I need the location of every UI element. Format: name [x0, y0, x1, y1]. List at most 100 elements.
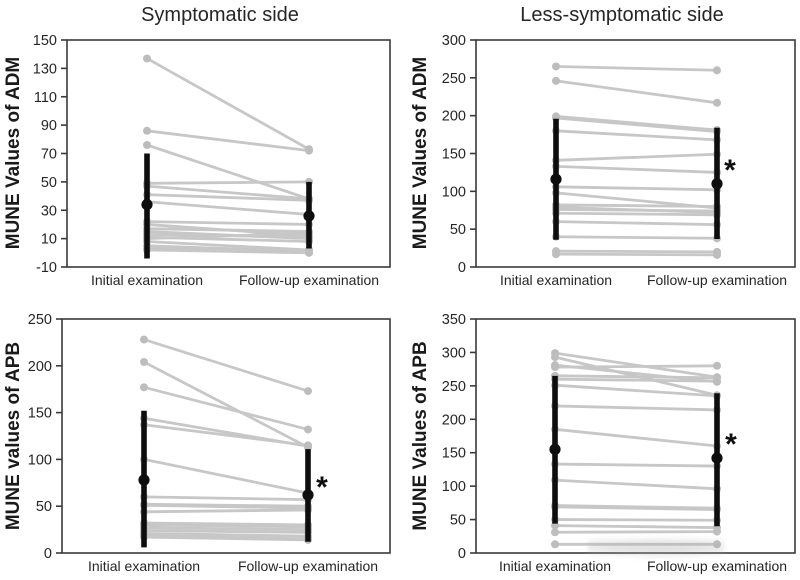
pair-marker-followup: [713, 361, 721, 370]
y-tick-label: 50: [450, 222, 466, 238]
plot-box: [475, 39, 796, 268]
y-tick-label: 0: [44, 546, 52, 562]
pair-marker-initial: [551, 353, 559, 362]
pair-line: [554, 249, 719, 254]
pair-marker-initial: [143, 140, 151, 149]
y-tick-label: 100: [28, 452, 52, 468]
pair-line: [553, 524, 719, 529]
pair-line: [142, 360, 310, 449]
y-tick-label: 250: [442, 379, 466, 395]
pair-marker-initial: [140, 335, 148, 344]
pair-line: [553, 505, 719, 511]
pair-marker-followup: [305, 146, 313, 155]
pair-line: [142, 523, 310, 529]
y-tick-label: 150: [442, 446, 466, 462]
pair-line: [554, 115, 719, 132]
y-tick-label: 90: [41, 118, 57, 134]
pair-line: [145, 184, 311, 201]
y-tick-label: 100: [442, 184, 466, 200]
pair-line: [142, 503, 310, 510]
pair-line: [554, 129, 719, 142]
pair-line: [142, 385, 310, 431]
significance-asterisk: *: [724, 154, 736, 187]
pair-marker-initial: [552, 250, 560, 259]
y-tick-label: 50: [41, 175, 57, 191]
significance-asterisk: *: [316, 471, 328, 504]
pair-marker-followup: [304, 441, 312, 450]
pair-marker-followup: [304, 387, 312, 396]
mean-marker-followup: [711, 178, 723, 190]
x-label-initial: Initial examination: [499, 272, 613, 288]
pair-line: [145, 248, 311, 255]
pair-line: [553, 364, 719, 369]
y-tick-label: -10: [36, 260, 57, 276]
y-tick-label: 0: [458, 260, 466, 276]
pair-line: [553, 462, 719, 468]
pair-line: [145, 227, 311, 233]
mean-marker-followup: [711, 452, 723, 464]
pair-marker-initial: [140, 383, 148, 392]
y-tick-label: 250: [442, 71, 466, 87]
y-tick-label: 50: [36, 499, 52, 515]
y-tick-label: 200: [442, 109, 466, 125]
mean-marker-followup: [302, 489, 314, 501]
pair-line: [142, 508, 310, 514]
column-title-less-symptomatic: Less-symptomatic side: [520, 4, 724, 26]
mean-marker-initial: [550, 173, 562, 185]
y-tick-label: 150: [33, 33, 57, 49]
pair-line: [142, 529, 310, 534]
mean-marker-followup: [303, 210, 315, 222]
y-tick-label: 0: [458, 546, 466, 562]
pair-marker-initial: [143, 126, 151, 135]
pair-line: [554, 116, 719, 133]
y-tick-label: 350: [442, 312, 466, 328]
pair-line: [554, 252, 719, 257]
y-tick-label: 70: [41, 147, 57, 163]
y-tick-label: 110: [34, 90, 57, 106]
y-axis-label-apb-less-symptomatic: MUNE Values of APB: [410, 341, 431, 531]
pair-line: [553, 404, 719, 412]
pair-line: [554, 79, 719, 105]
plot-box: [475, 318, 796, 554]
pair-marker-initial: [552, 62, 560, 71]
pair-marker-initial: [143, 54, 151, 63]
y-tick-label: 300: [442, 345, 466, 361]
y-tick-label: 250: [28, 312, 52, 328]
plot-box: [61, 318, 391, 554]
y-tick-label: 150: [442, 147, 466, 163]
pair-line: [145, 231, 311, 241]
y-tick-label: 10: [41, 232, 57, 248]
significance-asterisk: *: [725, 428, 737, 461]
x-label-initial: Initial examination: [498, 558, 612, 574]
pair-line: [142, 495, 310, 502]
y-axis-label-adm-symptomatic: MUNE Values of ADM: [3, 56, 24, 250]
x-label-followup: Follow-up examination: [237, 558, 379, 574]
pair-line: [145, 200, 311, 216]
pair-line: [554, 203, 719, 208]
watermark: [588, 534, 724, 560]
pair-line: [554, 185, 719, 192]
x-label-followup: Follow-up examination: [646, 558, 788, 574]
pair-line: [553, 377, 719, 383]
pair-marker-followup: [713, 66, 721, 75]
pair-marker-initial: [140, 358, 148, 367]
pair-marker-followup: [304, 425, 312, 434]
pair-line: [145, 180, 311, 185]
pair-line: [145, 57, 311, 151]
pair-line: [145, 220, 311, 226]
pair-marker-followup: [713, 540, 721, 549]
pair-line: [554, 164, 719, 174]
pair-marker-followup: [713, 98, 721, 107]
pair-marker-followup: [713, 250, 721, 259]
x-label-initial: Initial examination: [90, 272, 204, 288]
pair-line: [142, 521, 310, 527]
y-axis-label-adm-less-symptomatic: MUNE Values of ADM: [410, 56, 431, 250]
pair-marker-initial: [551, 540, 559, 549]
pair-line: [553, 478, 719, 491]
plot-box: [66, 39, 391, 268]
